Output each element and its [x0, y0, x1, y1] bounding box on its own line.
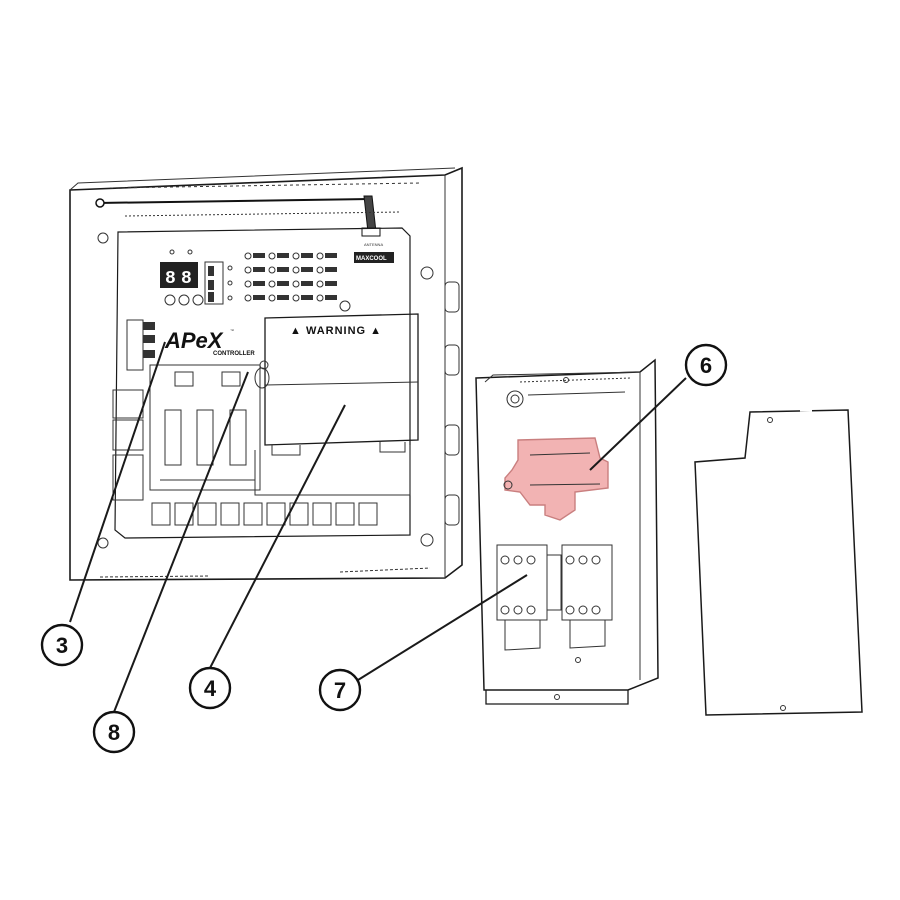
- callout-number: 7: [334, 678, 346, 703]
- bottom-terminal-row: [151, 502, 378, 526]
- antenna-label: ANTENNA: [364, 242, 383, 247]
- board-button: [292, 266, 313, 274]
- contactor-left: [496, 544, 562, 651]
- led-display: 8 8: [160, 249, 204, 306]
- board-button: [292, 280, 313, 288]
- terminal-block: [358, 502, 378, 526]
- terminal-block: [197, 502, 217, 526]
- callout-number: 6: [700, 353, 712, 378]
- callout-7: 7: [318, 668, 362, 712]
- apex-logo-tm: ™: [230, 328, 234, 333]
- board-button: [244, 252, 265, 260]
- board-button: [268, 280, 289, 288]
- control-board: [149, 364, 261, 491]
- board-button: [292, 252, 313, 260]
- main-cabinet: ANTENNA 8 8: [69, 166, 463, 581]
- terminal-block: [220, 502, 240, 526]
- callout-number: 8: [108, 720, 120, 745]
- callout-circle: [92, 710, 136, 754]
- callout-3: 3: [40, 623, 84, 667]
- cover-plate: [694, 408, 863, 716]
- callout-number: 3: [56, 633, 68, 658]
- apex-logo-text: APeX: [164, 328, 224, 353]
- callout-circle: [40, 623, 84, 667]
- dip-switch-block: [204, 261, 233, 305]
- callout-6: 6: [684, 343, 728, 387]
- antenna-icon: [361, 195, 381, 237]
- terminal-block: [174, 502, 194, 526]
- maxcool-label: MAXCOOL: [356, 256, 387, 262]
- warning-cover: ▲ WARNING ▲: [254, 300, 419, 496]
- button-grid: [244, 252, 337, 302]
- board-button: [244, 266, 265, 274]
- relay-box: [475, 358, 659, 705]
- board-button: [316, 252, 337, 260]
- terminal-block: [312, 502, 332, 526]
- contactor-right: [561, 544, 613, 649]
- maxcool-badge: [354, 252, 394, 263]
- board-button: [316, 294, 337, 302]
- board-button: [244, 294, 265, 302]
- callout-circle: [188, 666, 232, 710]
- board-button: [268, 294, 289, 302]
- callout-circle: [684, 343, 728, 387]
- callout-number: 4: [204, 676, 217, 701]
- board-button: [316, 266, 337, 274]
- board-button: [316, 280, 337, 288]
- callout-8: 8: [92, 710, 136, 754]
- board-button: [268, 266, 289, 274]
- transformer-highlight: [503, 437, 609, 521]
- callout-4: 4: [188, 666, 232, 710]
- display-digit-1: 8: [165, 269, 176, 289]
- board-button: [268, 252, 289, 260]
- callout-layer: 3 8 4 7 6: [40, 343, 728, 754]
- left-terminal-strip: [112, 319, 155, 501]
- warning-label: ▲ WARNING ▲: [290, 325, 382, 337]
- terminal-block: [151, 502, 171, 526]
- latch-icon: [254, 360, 270, 389]
- apex-logo: APeX ™ CONTROLLER: [164, 328, 255, 357]
- apex-logo-subtitle: CONTROLLER: [213, 351, 255, 357]
- board-button: [244, 280, 265, 288]
- board-button: [292, 294, 313, 302]
- terminal-block: [266, 502, 286, 526]
- display-digit-2: 8: [181, 269, 192, 289]
- terminal-block: [243, 502, 263, 526]
- terminal-block: [335, 502, 355, 526]
- callout-circle: [318, 668, 362, 712]
- callout-leaders: [69, 341, 687, 713]
